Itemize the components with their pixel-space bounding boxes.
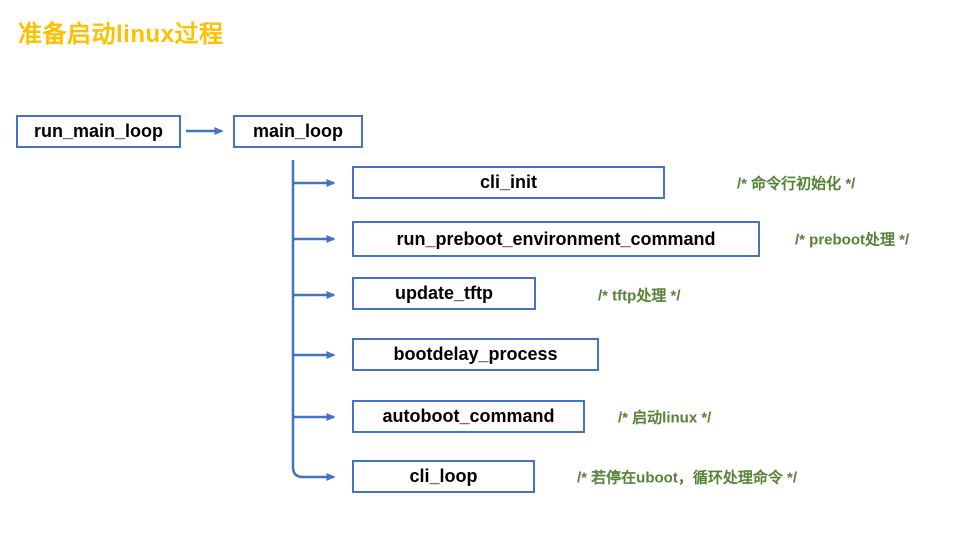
node-label: autoboot_command	[382, 406, 555, 426]
node-run-main-loop: run_main_loop	[16, 115, 181, 148]
node-label: update_tftp	[395, 283, 493, 303]
trunk-line	[291, 160, 336, 481]
node-cli-init: cli_init	[352, 166, 665, 199]
comment-cli-init: /* 命令行初始化 */	[737, 175, 856, 193]
node-label: main_loop	[252, 121, 343, 141]
node-update-tftp: update_tftp	[352, 277, 536, 310]
comment-run-preboot: /* preboot处理 */	[795, 231, 910, 249]
node-label: cli_init	[479, 172, 537, 192]
node-autoboot-command: autoboot_command	[352, 400, 585, 433]
node-main-loop: main_loop	[233, 115, 363, 148]
node-cli-loop: cli_loop	[352, 460, 535, 493]
comment-autoboot: /* 启动linux */	[618, 409, 712, 427]
node-run-preboot-environment-command: run_preboot_environment_command	[352, 221, 760, 257]
node-bootdelay-process: bootdelay_process	[352, 338, 599, 371]
node-label: run_main_loop	[33, 121, 163, 141]
node-label: cli_loop	[409, 466, 478, 486]
node-label: run_preboot_environment_command	[396, 228, 716, 249]
page-title: 准备启动linux过程	[18, 21, 224, 48]
node-label: bootdelay_process	[393, 344, 558, 364]
comment-update-tftp: /* tftp处理 */	[598, 287, 681, 305]
comment-cli-loop: /* 若停在uboot，循环处理命令 */	[577, 469, 797, 487]
